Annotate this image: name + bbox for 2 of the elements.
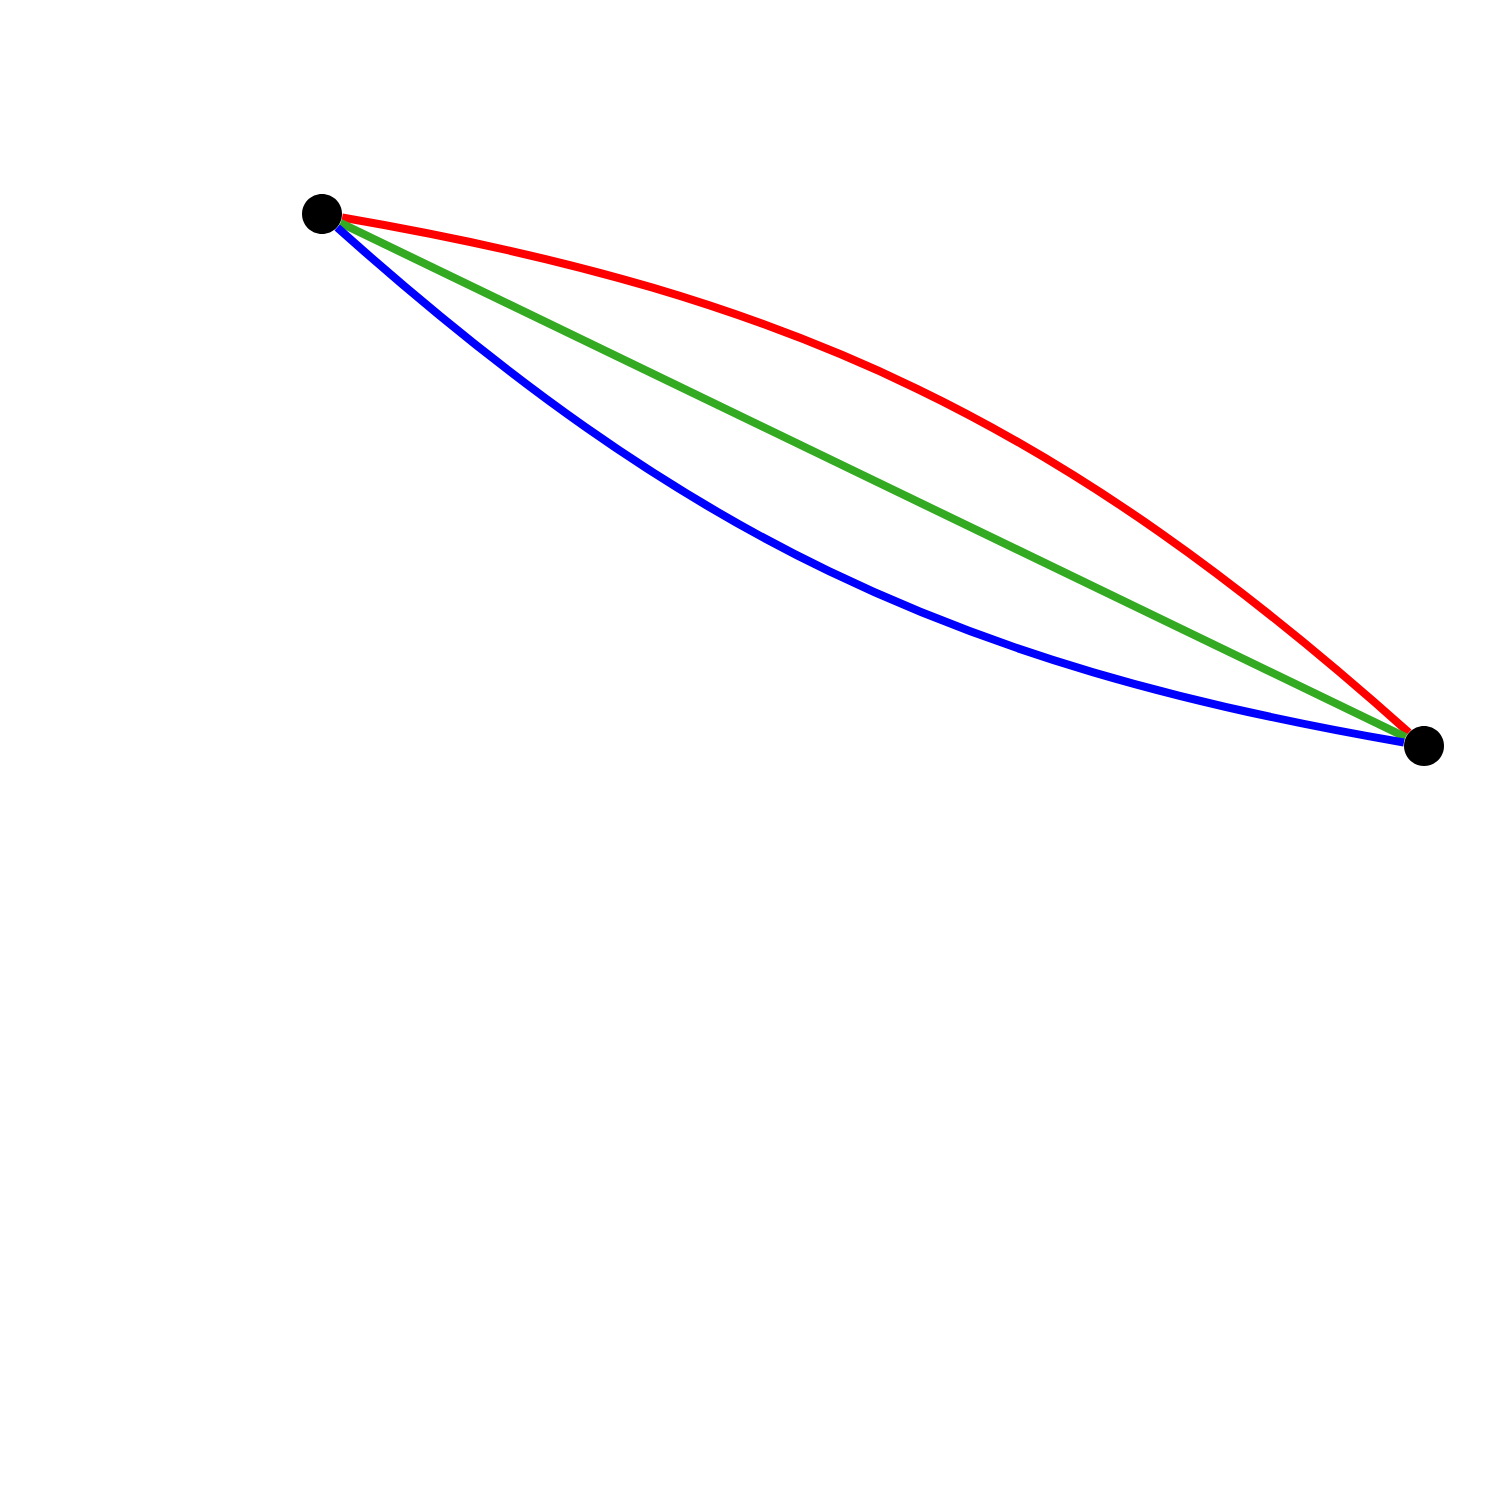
dot bbox=[1404, 726, 1444, 766]
dot bbox=[302, 194, 342, 234]
